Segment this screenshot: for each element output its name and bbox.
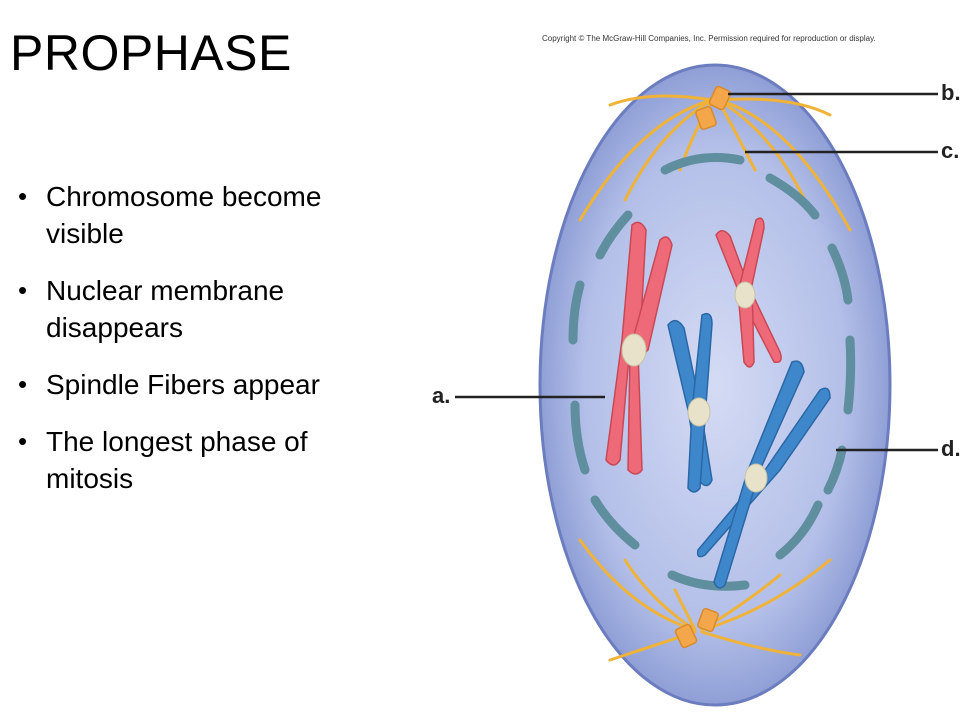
bullet-text: Spindle Fibers appear xyxy=(46,369,320,400)
bullet-dot-icon: • xyxy=(18,369,28,399)
centromere xyxy=(734,281,756,309)
label-c: c. xyxy=(941,138,960,163)
centrosome-bottom xyxy=(674,607,719,649)
centromere xyxy=(687,397,711,427)
bullet-list: • Chromosome become visible • Nuclear memb… xyxy=(18,178,388,517)
bullet-item: • The longest phase of mitosis xyxy=(18,423,388,497)
bullet-item: • Spindle Fibers appear xyxy=(18,366,388,403)
bullet-dot-icon: • xyxy=(18,181,28,211)
bullet-dot-icon: • xyxy=(18,426,28,456)
spindle-fibers-top xyxy=(578,94,852,232)
copyright-notice: Copyright © The McGraw-Hill Companies, I… xyxy=(542,34,876,43)
centrosome-top xyxy=(695,85,732,131)
label-d: d. xyxy=(941,436,960,461)
slide-title: PROPHASE xyxy=(10,25,292,81)
bullet-item: • Chromosome become visible xyxy=(18,178,388,252)
nuclear-membrane-fragments xyxy=(568,153,856,591)
label-a: a. xyxy=(432,383,451,408)
centromere xyxy=(621,333,647,367)
bullet-item: • Nuclear membrane disappears xyxy=(18,272,388,346)
bullet-text: Nuclear membrane disappears xyxy=(46,275,285,343)
leader-lines xyxy=(455,92,938,452)
bullet-text: Chromosome become visible xyxy=(46,181,322,249)
label-b: b. xyxy=(941,80,960,105)
cell-body xyxy=(538,63,892,707)
bullet-text: The longest phase of mitosis xyxy=(46,426,308,494)
bullet-dot-icon: • xyxy=(18,275,28,305)
centromere xyxy=(744,463,768,493)
